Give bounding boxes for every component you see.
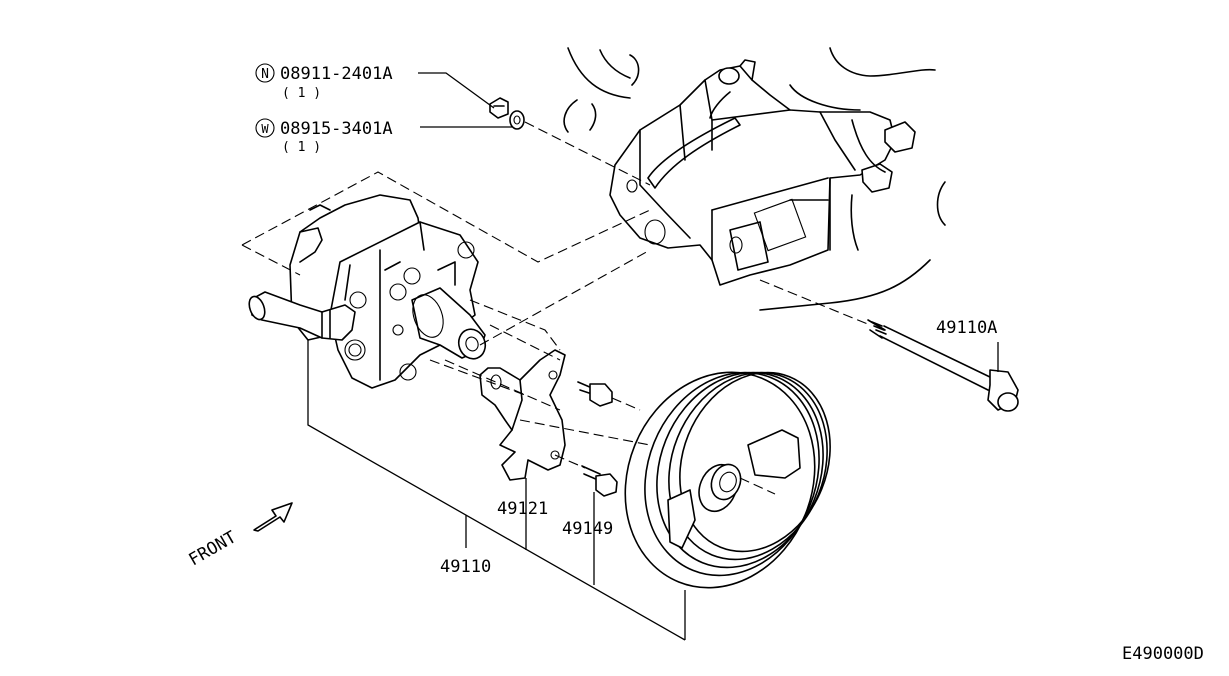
washer-quantity: ( 1 ) xyxy=(282,140,321,155)
washer-part-number: 08915-3401A xyxy=(280,119,393,139)
leader-lines xyxy=(307,72,999,641)
bolt-drawing-upper xyxy=(577,381,613,407)
circle-w-symbol-icon xyxy=(255,118,275,138)
callout-washer: W 08915-3401A ( 1 ) xyxy=(255,118,393,155)
front-indicator: FRONT xyxy=(186,502,293,570)
adjusting-bracket-drawing xyxy=(479,349,566,481)
pulley-drawing xyxy=(624,371,831,589)
power-steering-pump-drawing xyxy=(248,194,487,389)
bolt-drawing-lower xyxy=(581,465,618,497)
circle-n-symbol-icon xyxy=(255,63,275,83)
assembly-dashed-lines xyxy=(241,121,871,495)
diagram-code: E490000D xyxy=(1122,644,1204,664)
engine-block-outline xyxy=(563,47,946,311)
nut-part-number: 08911-2401A xyxy=(280,64,393,84)
long-bolt-drawing xyxy=(867,319,1019,412)
pump-part-number: 49110 xyxy=(440,557,491,577)
front-label: FRONT xyxy=(186,527,240,570)
front-arrow-icon xyxy=(253,502,293,532)
nut-symbol: N xyxy=(261,67,269,82)
washer-symbol: W xyxy=(261,122,269,136)
short-bolt-part-number: 49149 xyxy=(562,519,613,539)
callout-nut: N 08911-2401A ( 1 ) xyxy=(255,63,393,101)
nut-quantity: ( 1 ) xyxy=(282,86,321,101)
nut-drawing xyxy=(489,97,509,119)
long-bolt-part-number: 49110A xyxy=(936,318,997,338)
bracket-part-number: 49121 xyxy=(497,499,548,519)
mounting-bracket-drawing xyxy=(609,59,916,286)
washer-drawing xyxy=(509,110,525,130)
